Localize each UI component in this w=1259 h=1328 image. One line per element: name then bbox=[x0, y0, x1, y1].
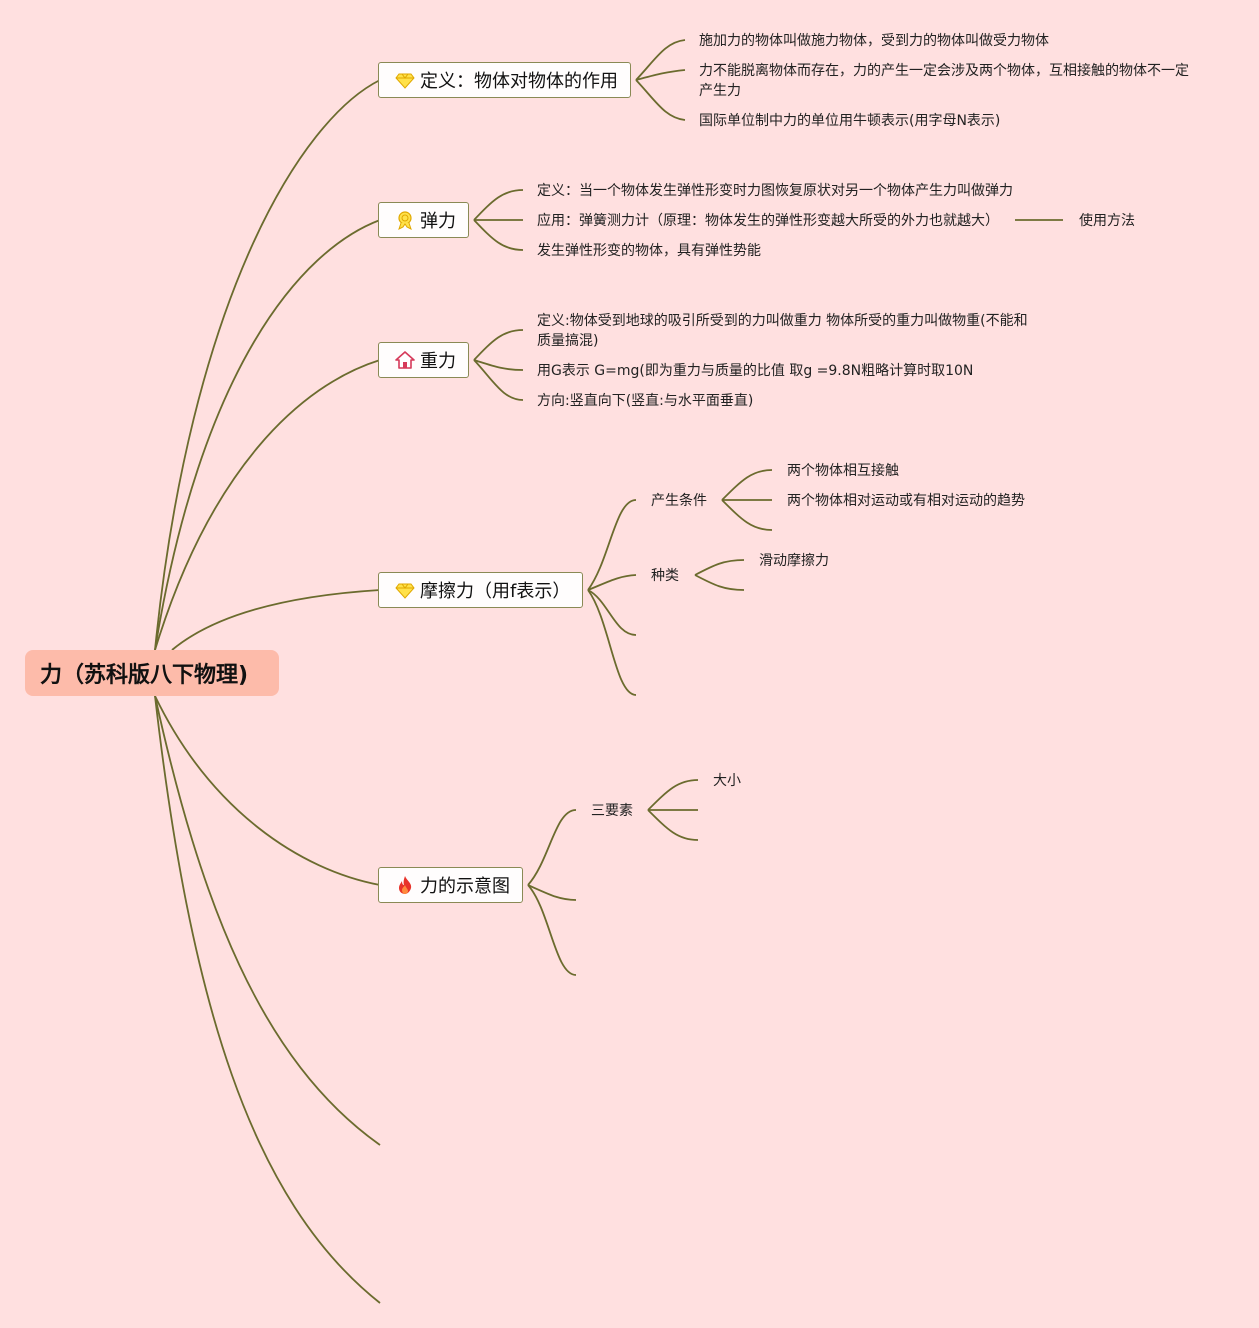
topic-elastic[interactable]: 弹力 bbox=[378, 202, 469, 238]
link-fr-kind bbox=[587, 574, 637, 591]
definition-item: 国际单位制中力的单位用牛顿表示(用字母N表示) bbox=[699, 113, 1001, 129]
medal-icon bbox=[395, 210, 415, 230]
topic-elastic-label: 弹力 bbox=[420, 211, 456, 232]
link-gr-3 bbox=[473, 359, 524, 401]
topic-definition[interactable]: 定义：物体对物体的作用 bbox=[378, 62, 631, 98]
root-label: 力（苏科版八下物理) bbox=[40, 663, 249, 688]
friction-kinds[interactable]: 种类 bbox=[651, 568, 679, 584]
link-root-gravity bbox=[154, 359, 381, 651]
condition-item: 两个物体相对运动或有相对运动的趋势 bbox=[787, 493, 1025, 509]
topic-gravity[interactable]: 重力 bbox=[378, 342, 469, 378]
topic-friction[interactable]: 摩擦力（用f表示） bbox=[378, 572, 584, 608]
link-def-1 bbox=[635, 39, 686, 81]
link-root-empty-2 bbox=[154, 695, 381, 1304]
link-el-3 bbox=[473, 219, 524, 251]
link-dg-empty-1 bbox=[527, 884, 577, 901]
gravity-item: 方向:竖直向下(竖直:与水平面垂直) bbox=[537, 393, 754, 409]
link-cond-3 bbox=[721, 499, 773, 531]
link-gr-2 bbox=[473, 359, 524, 371]
definition-item: 力不能脱离物体而存在，力的产生一定会涉及两个物体，互相接触的物体不一定产生力 bbox=[699, 63, 1189, 99]
topic-definition-label: 定义：物体对物体的作用 bbox=[420, 71, 618, 92]
link-cond-1 bbox=[721, 469, 773, 501]
link-gr-1 bbox=[473, 329, 524, 361]
link-kind-1 bbox=[694, 559, 745, 576]
link-root-friction bbox=[171, 589, 381, 651]
elastic-item: 应用：弹簧测力计（原理：物体发生的弹性形变越大所受的外力也就越大） bbox=[537, 213, 999, 229]
link-root-empty-1 bbox=[154, 695, 381, 1146]
topic-force-diagram-label: 力的示意图 bbox=[420, 876, 510, 897]
link-def-2 bbox=[635, 69, 686, 81]
diamond-icon bbox=[395, 580, 415, 600]
link-fr-empty-1 bbox=[587, 589, 637, 636]
link-fr-cond bbox=[587, 499, 637, 591]
link-root-diagram bbox=[154, 695, 381, 886]
condition-item: 两个物体相互接触 bbox=[787, 463, 899, 479]
link-root-elastic bbox=[154, 219, 381, 651]
topic-gravity-label: 重力 bbox=[420, 351, 456, 372]
root-topic[interactable]: 力（苏科版八下物理) bbox=[25, 650, 279, 696]
gravity-item: 定义:物体受到地球的吸引所受到的力叫做重力 物体所受的重力叫做物重(不能和质量搞… bbox=[537, 313, 1028, 349]
topic-force-diagram[interactable]: 力的示意图 bbox=[378, 867, 523, 903]
house-icon bbox=[395, 350, 415, 370]
elastic-item: 定义：当一个物体发生弹性形变时力图恢复原状对另一个物体产生力叫做弹力 bbox=[537, 183, 1013, 199]
element-item: 大小 bbox=[713, 773, 741, 789]
link-elem-1 bbox=[647, 779, 699, 811]
link-dg-empty-2 bbox=[527, 884, 577, 976]
link-def-3 bbox=[635, 79, 686, 121]
link-root-definition bbox=[154, 79, 381, 651]
link-fr-empty-2 bbox=[587, 589, 637, 696]
three-elements[interactable]: 三要素 bbox=[591, 803, 633, 819]
kind-item: 滑动摩擦力 bbox=[759, 553, 829, 569]
friction-conditions[interactable]: 产生条件 bbox=[651, 493, 707, 509]
link-kind-2 bbox=[694, 574, 745, 591]
link-dg-elem bbox=[527, 809, 577, 886]
link-el-1 bbox=[473, 189, 524, 221]
diamond-icon bbox=[395, 70, 415, 90]
topic-friction-label: 摩擦力（用f表示） bbox=[420, 581, 571, 602]
elastic-item: 发生弹性形变的物体，具有弹性势能 bbox=[537, 243, 761, 259]
link-elem-3 bbox=[647, 809, 699, 841]
elastic-extra-item: 使用方法 bbox=[1079, 213, 1135, 229]
gravity-item: 用G表示 G=mg(即为重力与质量的比值 取g =9.8N粗略计算时取10N bbox=[537, 363, 974, 379]
fire-icon bbox=[395, 875, 415, 895]
definition-item: 施加力的物体叫做施力物体，受到力的物体叫做受力物体 bbox=[699, 33, 1049, 49]
